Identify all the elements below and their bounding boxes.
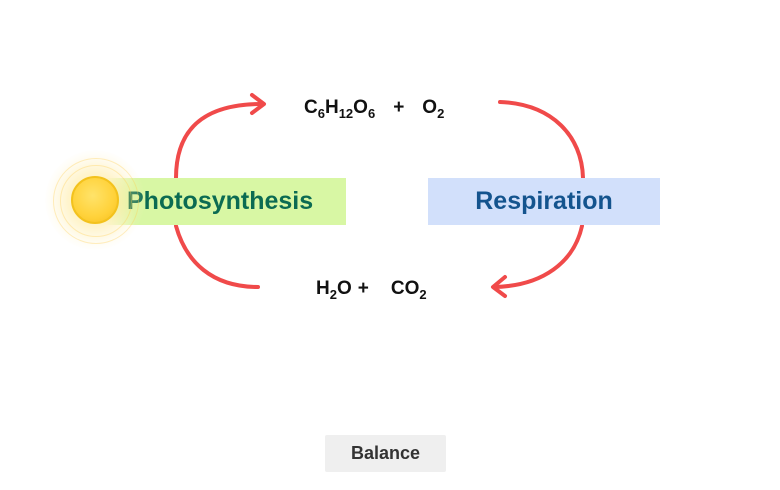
arrow-water-to-photosynthesis <box>174 224 260 289</box>
sun-icon <box>45 150 145 250</box>
glucose-formula: C6H12O6 <box>304 97 376 121</box>
oxygen-formula: O2 <box>422 97 445 121</box>
top-plus: + <box>393 97 405 118</box>
arrow-photosynthesis-to-glucose <box>174 102 264 180</box>
bottom-formula: H2O+ CO2 <box>316 278 427 302</box>
co2-formula: CO2 <box>390 278 427 302</box>
top-formula: C6H12O6 + O2 <box>304 97 445 121</box>
balance-button-label: Balance <box>350 443 421 463</box>
respiration-label: Respiration <box>428 178 660 225</box>
arrow-oxygen-to-respiration <box>498 100 585 180</box>
bottom-plus: + <box>357 278 369 299</box>
photosynthesis-label: Photosynthesis <box>105 178 346 225</box>
photosynthesis-text: Photosynthesis <box>127 187 314 215</box>
arrow-respiration-to-co2 <box>492 224 584 289</box>
arrowhead-bottom-right <box>491 275 507 298</box>
balance-button[interactable]: Balance <box>325 435 446 472</box>
respiration-text: Respiration <box>475 187 613 215</box>
water-formula: H2O <box>316 278 352 302</box>
arrowhead-top-left <box>250 93 266 115</box>
